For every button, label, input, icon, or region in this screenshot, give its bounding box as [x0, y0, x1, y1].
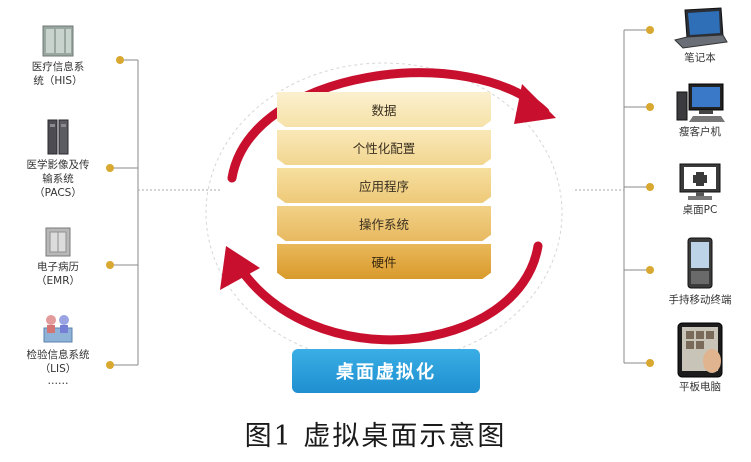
server-tower-icon — [47, 119, 69, 155]
system-emr: 电子病历 （EMR） — [8, 226, 108, 288]
terminal-label: 桌面PC — [682, 204, 718, 216]
desktop-virtualization-label: 桌面虚拟化 — [292, 349, 480, 393]
system-label: 电子病历 （EMR） — [36, 261, 80, 287]
cycle-arrowhead-bottom — [220, 246, 260, 290]
desktop-pc-icon — [679, 163, 721, 200]
desktop-layer-stack: 数据 个性化配置 应用程序 操作系统 硬件 — [277, 92, 491, 282]
layer-applications: 应用程序 — [277, 168, 491, 203]
tablet-icon — [677, 322, 723, 378]
system-his: 医疗信息系 统（HIS） — [8, 22, 108, 88]
lab-users-icon — [43, 315, 73, 343]
terminal-laptop: 笔记本 — [652, 6, 748, 65]
layer-data: 数据 — [277, 92, 491, 127]
cycle-arrowhead-top — [514, 84, 556, 124]
terminal-label: 笔记本 — [684, 52, 716, 64]
system-label: 检验信息系统 （LIS） — [26, 349, 90, 375]
terminal-label: 手持移动终端 — [668, 294, 732, 306]
layer-operating-system: 操作系统 — [277, 206, 491, 241]
thin-client-icon — [676, 83, 725, 122]
cycle-arrow-bottom — [231, 241, 543, 345]
terminal-thin-client: 瘦客户机 — [652, 82, 748, 139]
handheld-device-icon — [687, 237, 713, 289]
layer-hardware: 硬件 — [277, 244, 491, 279]
more-systems-ellipsis: …… — [47, 375, 69, 387]
terminal-desktop-pc: 桌面PC — [652, 162, 748, 217]
terminal-handheld: 手持移动终端 — [652, 236, 748, 307]
system-label: 医疗信息系 统（HIS） — [31, 61, 85, 87]
cycle-arrow-top — [227, 68, 550, 183]
system-label: 医学影像及传 输系统 （PACS） — [26, 159, 90, 199]
system-lis: 检验信息系统 （LIS） …… — [8, 310, 108, 388]
storage-cabinet-icon — [45, 227, 71, 257]
guide-circle — [205, 62, 563, 364]
figure-caption: 图1 虚拟桌面示意图 — [244, 421, 507, 452]
terminal-label: 平板电脑 — [679, 381, 721, 393]
terminal-label: 瘦客户机 — [679, 126, 721, 138]
server-rack-icon — [42, 25, 74, 57]
system-pacs: 医学影像及传 输系统 （PACS） — [8, 118, 108, 200]
terminal-tablet: 平板电脑 — [652, 321, 748, 394]
laptop-icon — [674, 7, 728, 49]
layer-personalization: 个性化配置 — [277, 130, 491, 165]
